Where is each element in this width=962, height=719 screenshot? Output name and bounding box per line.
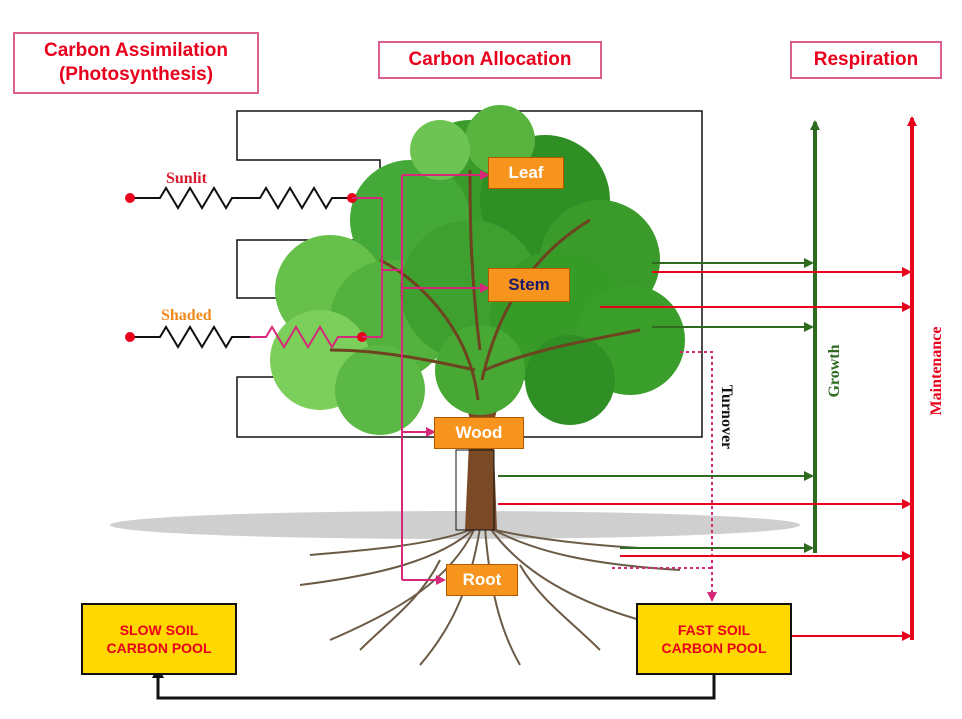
sunlit-resistor xyxy=(130,186,352,210)
ground-shadow xyxy=(110,511,800,539)
shaded-label: Shaded xyxy=(161,307,212,324)
maintenance-label: Maintenance xyxy=(928,326,945,416)
fast-pool-line2: CARBON POOL xyxy=(661,640,767,656)
root-box: Root xyxy=(446,564,518,596)
root-label: Root xyxy=(462,570,502,589)
shaded-resistor xyxy=(130,325,362,349)
assimilation-subtitle: (Photosynthesis) xyxy=(58,64,214,85)
roots xyxy=(299,527,681,666)
leaf-label: Leaf xyxy=(508,163,544,182)
carbon-allocation-header: Carbon Allocation xyxy=(378,41,602,79)
growth-label: Growth xyxy=(826,344,843,398)
allocation-arrows xyxy=(352,170,490,585)
sunlit-node-left xyxy=(125,193,135,203)
wood-label: Wood xyxy=(455,423,503,442)
wood-box: Wood xyxy=(434,417,524,449)
slow-soil-carbon-pool: SLOW SOIL CARBON POOL xyxy=(81,603,237,675)
allocation-title: Carbon Allocation xyxy=(408,49,572,70)
carbon-assimilation-header: Carbon Assimilation (Photosynthesis) xyxy=(13,32,259,94)
slow-pool-line1: SLOW SOIL xyxy=(119,622,199,638)
assimilation-title: Carbon Assimilation xyxy=(43,40,229,61)
branches xyxy=(329,169,641,401)
fast-pool-line1: FAST SOIL xyxy=(677,622,751,638)
stem-box: Stem xyxy=(488,268,570,302)
growth-arrows xyxy=(498,258,814,553)
maintenance-arrows xyxy=(498,267,912,641)
slow-pool-line2: CARBON POOL xyxy=(106,640,212,656)
tree-canopy xyxy=(270,105,685,435)
respiration-header: Respiration xyxy=(790,41,942,79)
respiration-title: Respiration xyxy=(813,49,919,70)
turnover-label: Turnover xyxy=(718,384,735,450)
turnover-arrow xyxy=(612,351,717,602)
trunk-lines xyxy=(455,449,495,531)
fast-soil-carbon-pool: FAST SOIL CARBON POOL xyxy=(636,603,792,675)
sunlit-label: Sunlit xyxy=(166,170,207,187)
fast-to-slow-arrow xyxy=(152,666,716,700)
stem-label: Stem xyxy=(508,275,550,294)
leaf-box: Leaf xyxy=(488,157,564,189)
shaded-node-left xyxy=(125,332,135,342)
